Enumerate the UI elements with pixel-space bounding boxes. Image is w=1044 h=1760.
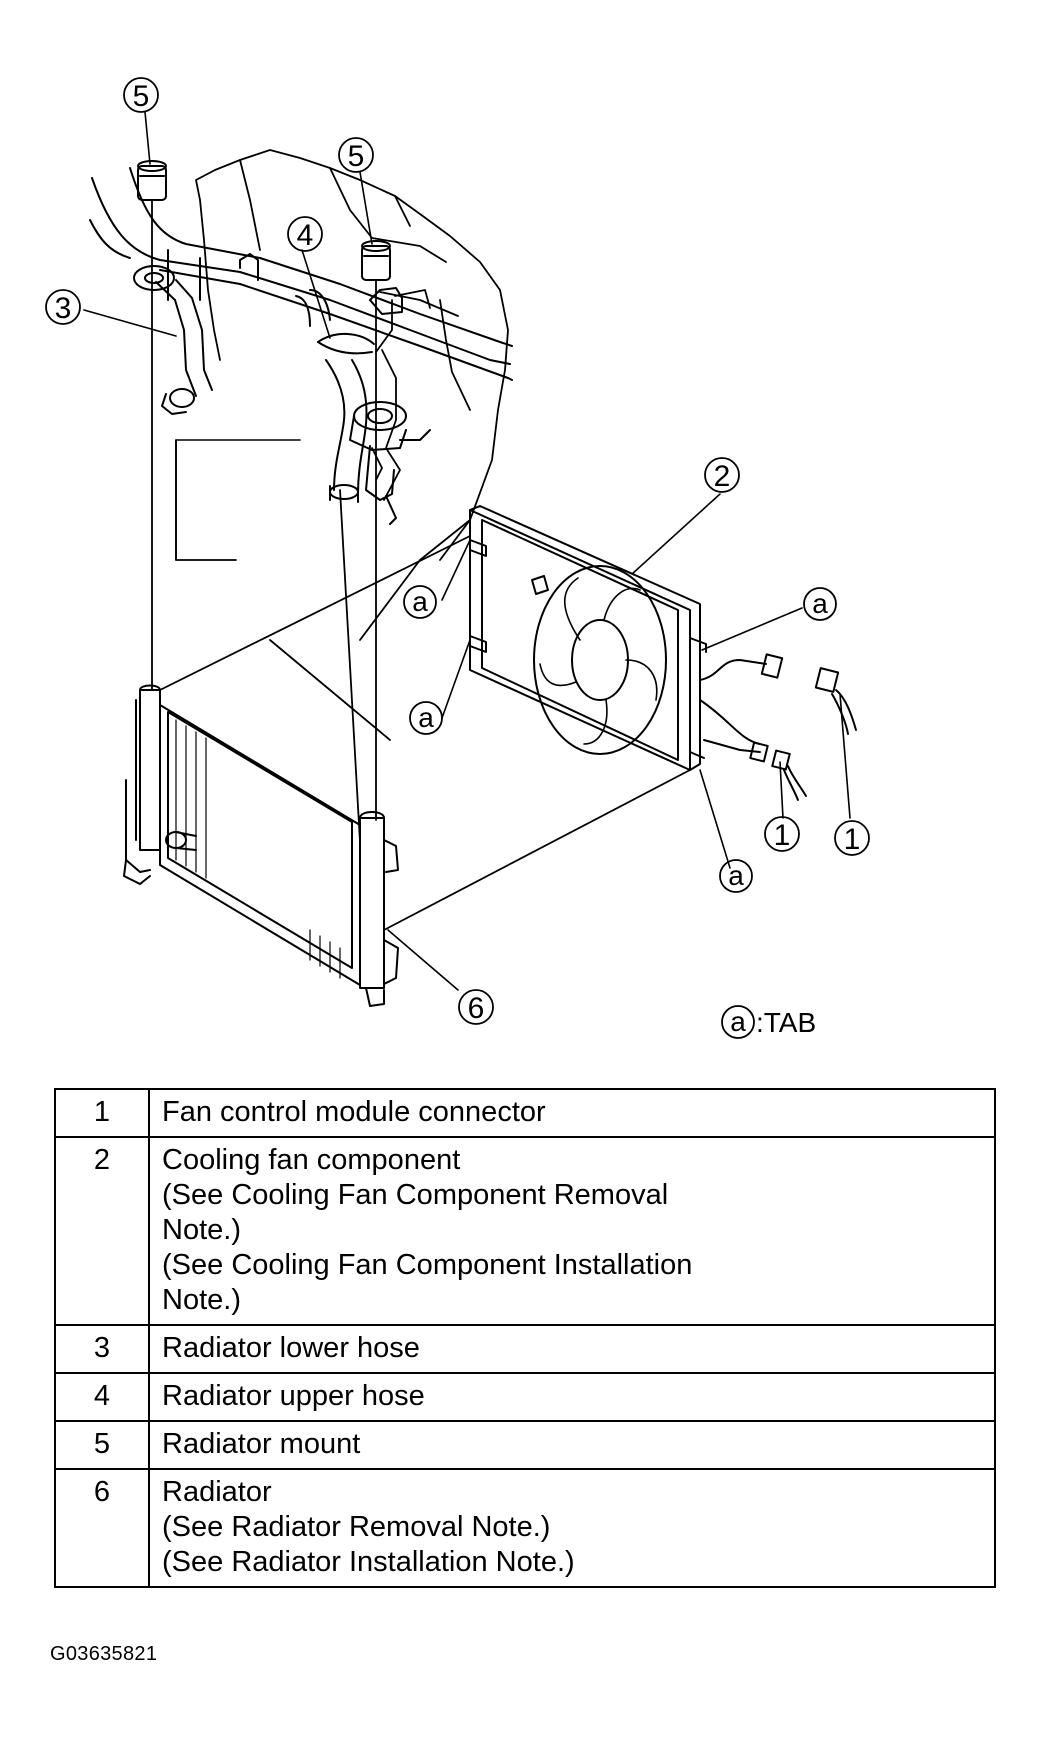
table-row: 4 Radiator upper hose [54,1372,996,1422]
part-description: Radiator lower hose [148,1324,996,1374]
figure-id: G03635821 [50,1643,158,1665]
svg-text:2: 2 [714,460,731,493]
part-name: Radiator [162,1476,272,1508]
mount-guide-lines [151,199,377,821]
svg-text:a: a [412,586,428,617]
svg-text:4: 4 [297,219,314,252]
tab-marker-upper-left: a [403,585,437,619]
callout-3: 3 [45,289,81,325]
exploded-view-diagram: 5 5 4 3 2 1 1 6 [45,77,870,1039]
svg-text:6: 6 [468,992,485,1025]
table-row: 6 Radiator (See Radiator Removal Note.) … [54,1468,996,1588]
svg-text:a: a [418,702,434,733]
callout-4: 4 [287,216,323,252]
parts-legend-table: 1 Fan control module connector 2 Cooling… [54,1088,996,1588]
part-note: (See Radiator Installation Note.) [162,1546,575,1578]
part-note: Note.) [162,1284,241,1316]
part-number: 3 [54,1324,150,1374]
part-description: Radiator (See Radiator Removal Note.) (S… [148,1468,996,1588]
radiator-lower-hose [155,279,213,415]
part-note: (See Radiator Removal Note.) [162,1511,551,1543]
part-number: 6 [54,1468,150,1588]
table-row: 1 Fan control module connector [54,1088,996,1138]
svg-text:a: a [730,1006,746,1037]
tab-marker-upper-right: a [803,587,837,621]
radiator-mount-left [137,160,167,201]
callout-5-left: 5 [123,77,159,113]
callout-5-right: 5 [338,137,374,173]
table-row: 5 Radiator mount [54,1420,996,1470]
part-note: (See Cooling Fan Component Installation [162,1249,693,1281]
callout-6: 6 [458,989,494,1025]
tab-legend-label: :TAB [756,1007,816,1038]
table-row: 2 Cooling fan component (See Cooling Fan… [54,1136,996,1326]
callout-leaders [83,111,851,991]
part-description: Radiator mount [148,1420,996,1470]
part-number: 1 [54,1088,150,1138]
engine-outline [175,149,509,741]
upper-tank-neck [349,401,431,525]
part-number: 5 [54,1420,150,1470]
part-number: 4 [54,1372,150,1422]
radiator-upper-hose [317,332,375,503]
radiator-mount-right [361,240,391,281]
svg-text:5: 5 [133,80,150,113]
part-note: Note.) [162,1214,241,1246]
tab-marker-lower-left: a [409,701,443,735]
callouts: 5 5 4 3 2 1 1 6 [45,77,870,1039]
callout-2: 2 [704,457,740,493]
callout-1-left: 1 [764,816,800,852]
svg-text:5: 5 [348,140,365,173]
radiator [123,684,399,1007]
svg-text:a: a [728,860,744,891]
part-description: Fan control module connector [148,1088,996,1138]
assembly-guide-lines [159,489,691,931]
cooling-fan-component [469,505,857,801]
svg-text:a: a [812,588,828,619]
part-note: (See Cooling Fan Component Removal [162,1179,669,1211]
tab-legend: a :TAB [721,1005,816,1039]
svg-text:1: 1 [774,819,791,852]
part-number: 2 [54,1136,150,1326]
callout-1-right: 1 [834,820,870,856]
svg-text:1: 1 [844,823,861,856]
part-name: Cooling fan component [162,1144,461,1176]
part-description: Radiator upper hose [148,1372,996,1422]
table-row: 3 Radiator lower hose [54,1324,996,1374]
upper-tank-neck-left [133,265,175,291]
tab-marker-lower-right: a [719,859,753,893]
part-description: Cooling fan component (See Cooling Fan C… [148,1136,996,1326]
svg-text:3: 3 [55,292,72,325]
